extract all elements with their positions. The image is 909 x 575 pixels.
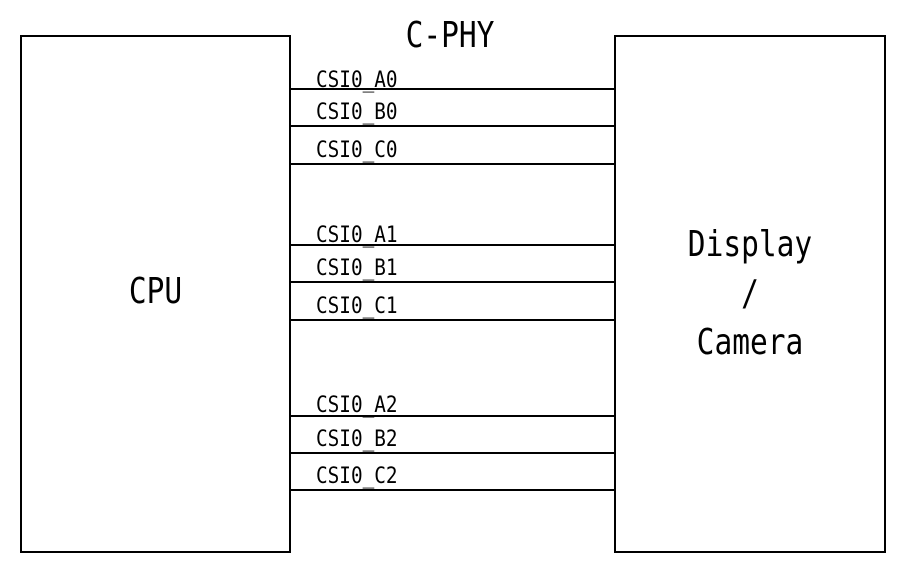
signal-label-c1: CSI0_C1 xyxy=(316,294,398,319)
signal-label-b2: CSI0_B2 xyxy=(316,427,398,452)
display-camera-label: Display / Camera xyxy=(640,220,860,367)
signal-label-a0: CSI0_A0 xyxy=(316,68,398,93)
diagram-title: C-PHY xyxy=(405,15,495,56)
cpu-label: CPU xyxy=(128,271,183,312)
signal-line-c0 xyxy=(290,163,615,165)
signal-line-b0 xyxy=(290,125,615,127)
signal-line-a1 xyxy=(290,244,615,246)
signal-line-c2 xyxy=(290,489,615,491)
display-label: Display xyxy=(687,224,813,265)
signal-label-c0: CSI0_C0 xyxy=(316,138,398,163)
signal-label-a1: CSI0_A1 xyxy=(316,223,398,248)
signal-line-b1 xyxy=(290,281,615,283)
signal-line-a0 xyxy=(290,88,615,90)
cpu-block: CPU xyxy=(20,35,291,553)
signal-label-b1: CSI0_B1 xyxy=(316,256,398,281)
camera-label: Camera xyxy=(696,322,804,363)
signal-label-b0: CSI0_B0 xyxy=(316,100,398,125)
signal-line-a2 xyxy=(290,415,615,417)
display-camera-block: Display / Camera xyxy=(614,35,886,553)
signal-label-a2: CSI0_A2 xyxy=(316,393,398,418)
signal-label-c2: CSI0_C2 xyxy=(316,464,398,489)
signal-line-b2 xyxy=(290,452,615,454)
separator-label: / xyxy=(741,273,759,314)
signal-line-c1 xyxy=(290,319,615,321)
